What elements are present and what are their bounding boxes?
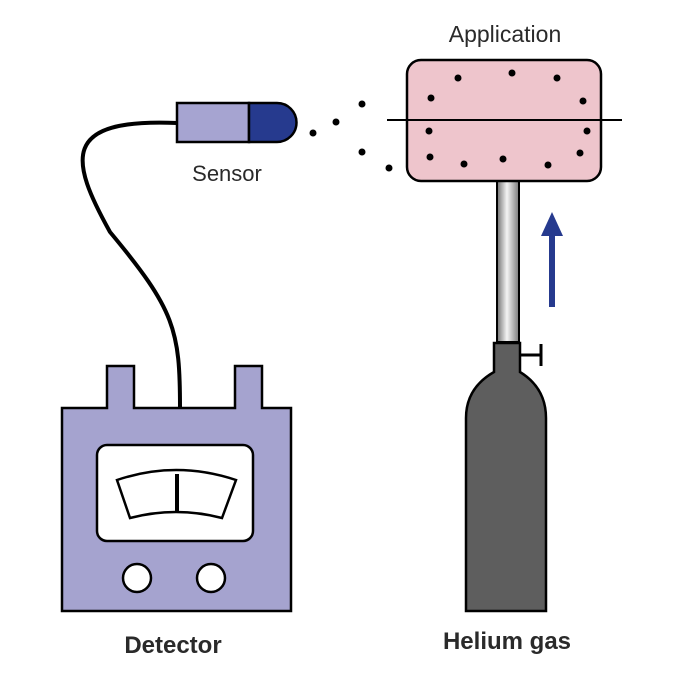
sensor-cable xyxy=(80,120,182,409)
label-sensor: Sensor xyxy=(192,161,262,186)
sensor-body xyxy=(175,101,251,144)
valve-handle xyxy=(520,344,543,366)
sensor xyxy=(175,101,298,144)
label-detector: Detector xyxy=(124,632,221,659)
helium-cylinder xyxy=(464,341,548,613)
label-application: Application xyxy=(449,21,562,47)
detector-knob-right xyxy=(195,562,227,594)
application xyxy=(387,58,622,183)
label-helium-gas: Helium gas xyxy=(443,628,571,655)
detector-knob-left xyxy=(121,562,153,594)
helium-trace-dots xyxy=(309,100,393,172)
application-leak-dots xyxy=(425,69,591,169)
sensor-tip xyxy=(247,101,298,144)
detector xyxy=(60,364,293,613)
flow-arrow-icon xyxy=(541,212,563,307)
gas-tube xyxy=(496,177,520,343)
